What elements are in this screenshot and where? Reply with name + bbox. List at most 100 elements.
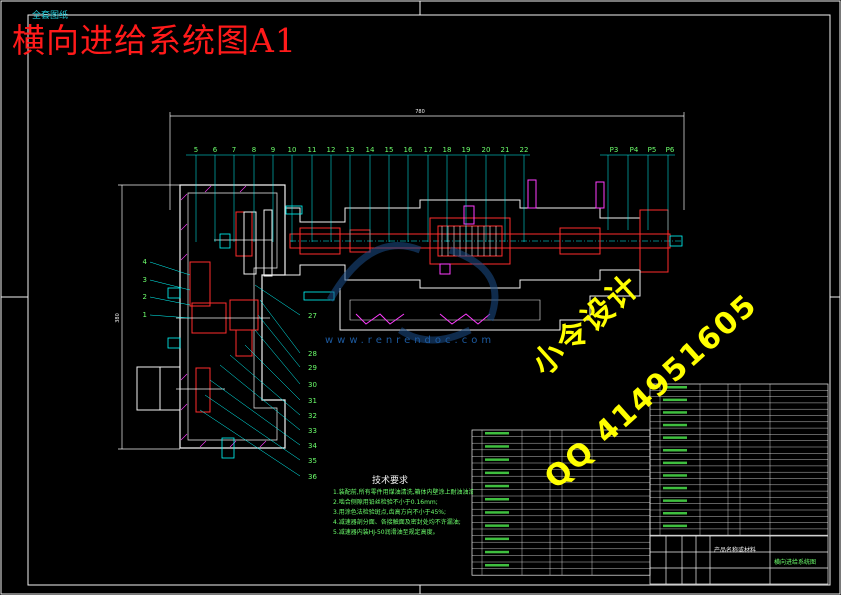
parts-list-entry-mark — [663, 461, 687, 465]
part-label-14: 14 — [366, 146, 375, 154]
parts-list-entry-mark — [663, 512, 687, 515]
parts-list-entry-mark — [485, 537, 509, 541]
part-label-13: 13 — [346, 146, 355, 154]
part-label-5: 5 — [194, 146, 198, 154]
right-part-labels: P3 P4 P5 P6 — [610, 146, 675, 154]
part-label-34: 34 — [308, 442, 317, 450]
part-label-22: 22 — [520, 146, 529, 154]
vertical-dimension-value: 380 — [115, 313, 121, 323]
gearbox-bolts — [167, 233, 235, 459]
parts-list-entry-mark — [485, 471, 509, 475]
part-label-36: 36 — [308, 473, 317, 481]
part-label-p5: P5 — [648, 146, 657, 154]
part-label-27: 27 — [308, 312, 317, 320]
part-label-16: 16 — [404, 146, 413, 154]
parts-list-entry-mark — [485, 445, 509, 448]
parts-list-entry-mark — [485, 432, 509, 435]
part-label-17: 17 — [424, 146, 433, 154]
part-label-p3: P3 — [610, 146, 619, 154]
parts-list-entry-mark — [485, 484, 509, 488]
part-label-32: 32 — [308, 412, 317, 420]
tech-note: 4.减速器剖分面、各接触面及密封处均不许漏油; — [333, 519, 461, 526]
flange-plates — [243, 209, 273, 277]
title-block — [649, 535, 829, 585]
parts-list-entry-mark — [485, 524, 509, 527]
title-block-drawing-name: 横向进给系统图 — [774, 558, 816, 566]
part-label-2: 2 — [143, 293, 147, 301]
part-label-p4: P4 — [630, 146, 639, 154]
gearbox-shafts — [176, 239, 272, 390]
part-label-4: 4 — [143, 258, 148, 266]
tech-note: 5.减速器内装HJ-50润滑油至规定高度。 — [333, 529, 439, 536]
tech-requirements-title: 技术要求 — [372, 476, 409, 486]
part-label-12: 12 — [327, 146, 336, 154]
parts-list-entry-mark — [663, 499, 687, 502]
part-label-6: 6 — [213, 146, 218, 154]
sheet-stamp: 全套图纸 — [32, 11, 69, 21]
part-label-30: 30 — [308, 381, 317, 389]
tech-requirements-notes: 1.装配前,所有零件用煤油清洗,箱体内壁涂上耐油油漆; 2.啮合侧隙用铅丝检验不… — [333, 488, 473, 538]
tech-note: 2.啮合侧隙用铅丝检验不小于0.16mm; — [333, 499, 438, 506]
left-leader-lines — [149, 261, 191, 319]
bed-guide-hatch — [355, 313, 491, 325]
ball-screw-assembly — [284, 199, 641, 289]
part-label-19: 19 — [462, 146, 471, 154]
tech-note: 3.用涂色法检验斑点,齿高方向不小于45%; — [333, 509, 446, 516]
drawing-title: 横向进给系统图A1 — [12, 21, 297, 60]
watermark-site: www.renrendoc.com — [325, 335, 496, 346]
watermark-logo — [326, 242, 499, 344]
overall-dimension-line — [169, 112, 685, 210]
parts-list-right — [649, 383, 829, 536]
parts-list-entry-mark — [485, 498, 509, 501]
left-part-labels: 4 3 2 1 — [143, 258, 148, 319]
parts-list-entry-mark — [663, 423, 687, 427]
parts-list-entry-mark — [663, 486, 687, 490]
vertical-supports — [439, 179, 605, 275]
ball-nut-thread-marks — [441, 226, 497, 256]
part-label-9: 9 — [271, 146, 275, 154]
parts-list-entry-mark — [485, 564, 509, 567]
parts-list-entry-mark — [485, 550, 509, 554]
part-label-p6: P6 — [666, 146, 675, 154]
parts-list-entry-mark — [663, 436, 687, 439]
part-label-31: 31 — [308, 397, 317, 405]
right-leader-lines — [600, 154, 675, 230]
parts-list-entry-mark — [485, 458, 509, 461]
part-label-3: 3 — [143, 276, 147, 284]
part-label-11: 11 — [308, 146, 317, 154]
parts-list-entry-mark — [663, 386, 687, 389]
vertical-dimension-line — [118, 184, 180, 450]
parts-list-left — [471, 429, 651, 576]
parts-list-entry-mark — [485, 511, 509, 514]
tech-note: 1.装配前,所有零件用煤油清洗,箱体内壁涂上耐油油漆; — [333, 489, 473, 496]
overall-dimension-value: 780 — [415, 109, 425, 115]
gearbox-gears — [189, 211, 259, 413]
parts-list-entry-mark — [663, 474, 687, 477]
housing-section-hatch — [180, 185, 267, 448]
parts-list-entry-mark — [663, 398, 687, 402]
parts-list-entry-mark — [663, 449, 687, 452]
lower-leader-lines — [199, 284, 301, 477]
bed-guide — [339, 270, 641, 331]
part-label-18: 18 — [443, 146, 452, 154]
motor-block — [136, 366, 181, 411]
title-block-product-label: 产品名称或材料 — [714, 546, 756, 554]
sheet-inner-frame — [27, 14, 831, 586]
part-label-7: 7 — [232, 146, 236, 154]
part-label-1: 1 — [143, 311, 147, 319]
part-label-21: 21 — [501, 146, 510, 154]
lower-part-labels: 27 28 29 30 31 32 33 34 35 36 — [308, 312, 317, 481]
part-label-15: 15 — [385, 146, 394, 154]
part-label-33: 33 — [308, 427, 317, 435]
part-label-8: 8 — [252, 146, 256, 154]
top-leader-lines — [186, 154, 530, 242]
part-label-28: 28 — [308, 350, 317, 358]
parts-list-entry-mark — [663, 411, 687, 414]
top-part-labels: 5 6 7 8 9 10 11 12 13 14 15 16 17 18 19 … — [194, 146, 529, 154]
part-label-20: 20 — [482, 146, 491, 154]
part-label-10: 10 — [288, 146, 297, 154]
part-label-35: 35 — [308, 457, 317, 465]
